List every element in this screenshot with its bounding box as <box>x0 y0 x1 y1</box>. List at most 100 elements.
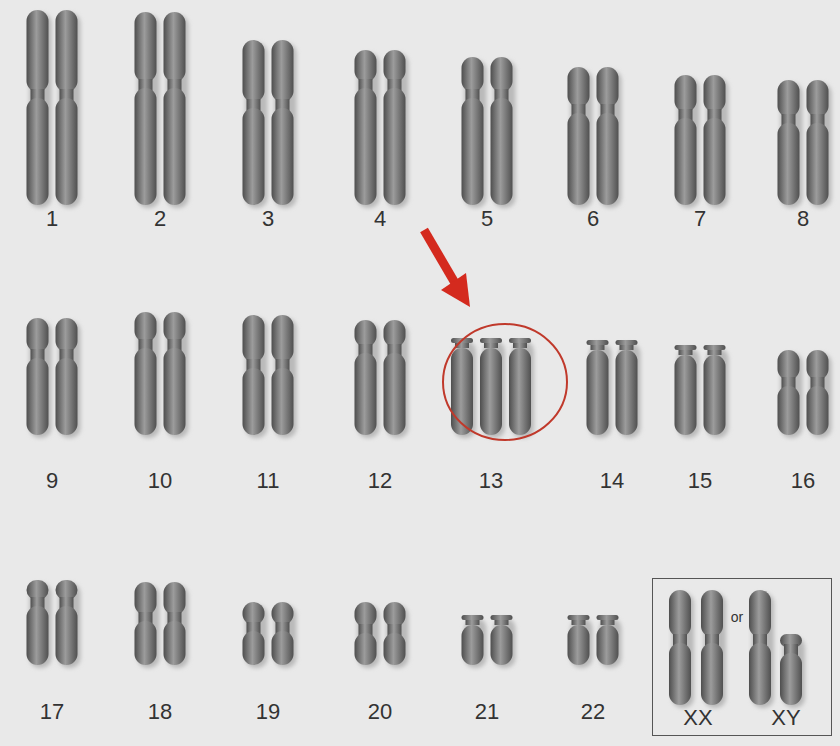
chromosome-arm <box>568 615 590 620</box>
pointer-arrow <box>424 230 470 307</box>
chromosome-stalk <box>679 350 693 355</box>
chromosome-arm <box>807 123 829 205</box>
chromosome <box>491 615 516 668</box>
chromosome <box>616 340 641 438</box>
chromosome-stalk <box>572 620 586 625</box>
chromosome-number: 11 <box>257 468 280 494</box>
chromosome-arm <box>780 653 802 705</box>
chromosome-number: 2 <box>154 206 166 232</box>
sex-chromosome-label: XX <box>683 705 712 731</box>
chromosome-arm <box>56 606 78 665</box>
chromosome-arm <box>451 348 473 435</box>
chromosome-number: 1 <box>46 206 58 232</box>
highlight-circle <box>443 324 567 440</box>
chromosome-number: 22 <box>581 699 605 725</box>
chromosome-number: 17 <box>40 699 64 725</box>
chromosome-arm <box>749 590 771 637</box>
chromosome <box>27 10 52 208</box>
chromosome-arm <box>384 353 406 435</box>
chromosome-arm <box>462 98 484 205</box>
chromosome-number: 3 <box>262 206 274 232</box>
chromosome-number: 7 <box>694 206 706 232</box>
chromosome-arm <box>272 368 294 435</box>
chromosome <box>587 340 612 438</box>
chromosome-arm <box>778 350 800 380</box>
chromosome <box>355 50 380 208</box>
chromosome-arm <box>355 353 377 435</box>
chromosome-arm <box>272 631 294 665</box>
chromosome-arm <box>355 633 377 665</box>
chromosome-arm <box>384 50 406 82</box>
chromosome-arm <box>243 368 265 435</box>
chromosome-number: 6 <box>587 206 599 232</box>
chromosome-set <box>27 10 832 708</box>
chromosome-arm <box>355 50 377 82</box>
chromosome <box>462 57 487 208</box>
chromosome-stalk <box>495 620 509 625</box>
chromosome-arm <box>807 386 829 435</box>
chromosome-number: 10 <box>148 468 172 494</box>
chromosome <box>355 602 380 668</box>
chromosome-arm <box>27 606 49 665</box>
chromosome-arm <box>704 345 726 350</box>
chromosome-arm <box>135 348 157 435</box>
chromosome-arm <box>587 350 609 435</box>
chromosome <box>704 75 729 208</box>
chromosome <box>480 338 505 438</box>
chromosome-number: 4 <box>374 206 386 232</box>
chromosome <box>675 75 700 208</box>
chromosome-arm <box>462 615 484 620</box>
chromosome-arm <box>56 10 78 92</box>
chromosome-stalk <box>620 345 634 350</box>
chromosome <box>807 350 832 438</box>
chromosome-arm <box>616 340 638 345</box>
chromosome-number: 5 <box>481 206 493 232</box>
chromosome-arm <box>272 40 294 102</box>
chromosome-stalk <box>601 620 615 625</box>
chromosome-number: 15 <box>688 468 712 494</box>
chromosome-arm <box>778 386 800 435</box>
sex-chromosome-label: XY <box>771 705 800 731</box>
chromosome-arm <box>272 315 294 362</box>
chromosome-arm <box>355 602 377 627</box>
chromosome-stalk <box>466 620 480 625</box>
chromosome-arm <box>164 88 186 205</box>
chromosome-arm <box>135 582 157 615</box>
chromosome-arm <box>675 345 697 350</box>
chromosome-arm <box>480 338 502 343</box>
chromosome <box>597 615 622 668</box>
chromosome-arm <box>135 312 157 342</box>
chromosome <box>491 57 516 208</box>
chromosome-arm <box>675 75 697 112</box>
chromosome-arm <box>355 320 377 347</box>
chromosome-number: 14 <box>600 468 624 494</box>
chromosome <box>778 350 803 438</box>
chromosome-arm <box>243 631 265 665</box>
chromosome-arm <box>807 350 829 380</box>
chromosome <box>462 615 487 668</box>
chromosome-arm <box>27 10 49 92</box>
chromosome-arm <box>27 358 49 435</box>
chromosome-arm <box>807 80 829 117</box>
chromosome <box>704 345 729 438</box>
chromosome-arm <box>462 625 484 665</box>
chromosome-arm <box>669 590 691 637</box>
chromosome <box>272 40 297 208</box>
chromosome-arm <box>243 40 265 102</box>
chromosome <box>272 602 297 668</box>
chromosome <box>669 590 694 708</box>
chromosome-stalk <box>484 343 498 348</box>
chromosome-arm <box>568 625 590 665</box>
chromosome-arm <box>749 643 771 705</box>
chromosome-arm <box>568 67 590 107</box>
chromosome-arm <box>164 348 186 435</box>
chromosome-arm <box>27 318 49 352</box>
chromosome-arm <box>704 355 726 435</box>
chromosome-arm <box>778 123 800 205</box>
chromosome-arm <box>597 67 619 107</box>
chromosome-arm <box>27 98 49 205</box>
chromosome <box>675 345 700 438</box>
chromosome-arm <box>384 320 406 347</box>
